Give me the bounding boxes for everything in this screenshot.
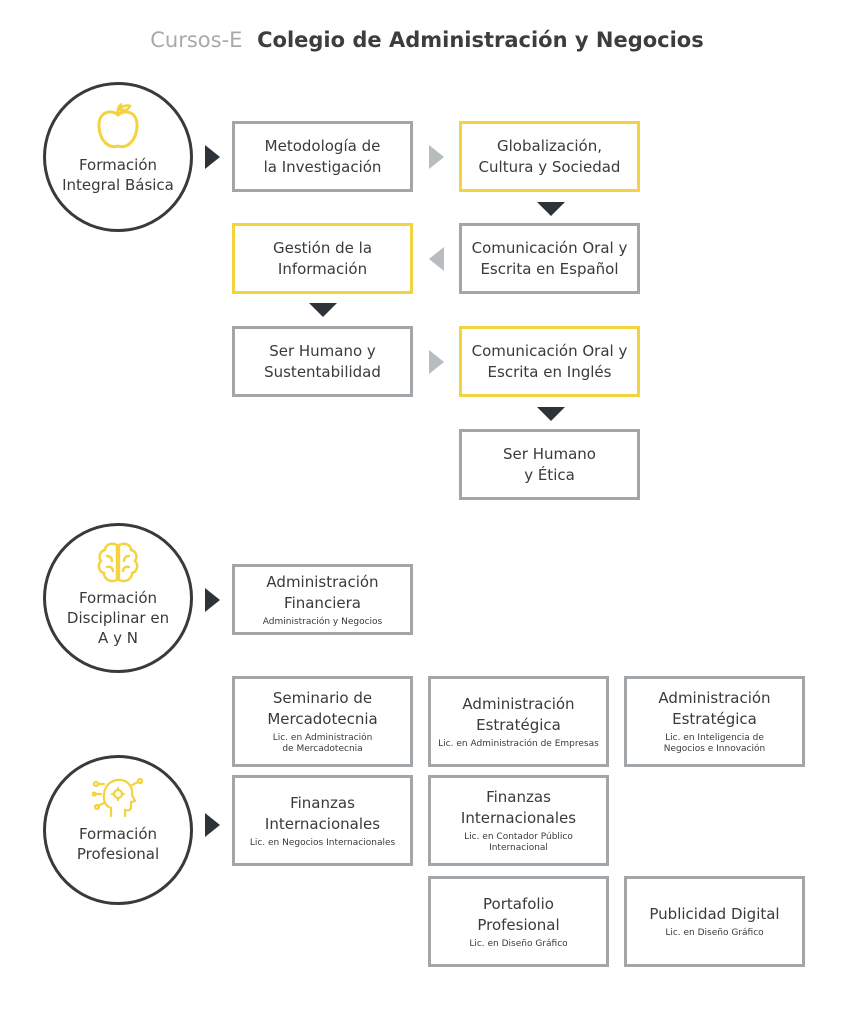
section-label: Formación Integral Básica [62,156,174,194]
course-title: Finanzas Internacionales [460,788,577,827]
course-box: Ser Humano y Sustentabilidad [232,326,413,397]
arrow-right [205,145,220,169]
course-title: Seminario de Mercadotecnia [267,689,378,728]
arrow-down [537,202,565,216]
course-title: Administración Estratégica [658,689,771,728]
course-subtitle: Lic. en Negocios Internacionales [249,837,396,848]
page-header: Cursos-E Colegio de Administración y Neg… [0,28,854,52]
course-title: Administración Estratégica [462,694,575,734]
apple-icon [97,102,139,149]
course-box: Ser Humano y Ética [459,429,640,500]
course-box: Globalización, Cultura y Sociedad [459,121,640,192]
brain-icon [97,542,139,583]
course-box: Finanzas Internacionales Lic. en Negocio… [232,775,413,866]
course-title: Finanzas Internacionales [264,793,381,833]
course-subtitle: Lic. en Diseño Gráfico [665,928,764,938]
course-title: Comunicación Oral y Escrita en Inglés [471,341,628,381]
course-title: Comunicación Oral y Escrita en Español [471,238,628,278]
course-subtitle: Lic. en Inteligencia de Negocios e Innov… [663,733,766,754]
course-subtitle: Lic. en Administración de Mercadotecnia [272,733,373,754]
section-formacion-profesional: Formación Profesional [43,755,193,905]
section-label: Formación Profesional [76,825,160,863]
brand-name: Cursos-E [150,28,243,52]
page-title: Colegio de Administración y Negocios [257,28,704,52]
course-box: Administración Financiera Administración… [232,564,413,635]
arrow-left [429,247,444,271]
course-title: Ser Humano y Sustentabilidad [264,341,381,381]
arrow-right [429,145,444,169]
section-formacion-disciplinar: Formación Disciplinar en A y N [43,523,193,673]
course-subtitle: Lic. en Administración de Empresas [438,738,599,749]
course-box: Comunicación Oral y Escrita en Inglés [459,326,640,397]
course-title: Gestión de la Información [272,238,373,278]
arrow-right [205,813,220,837]
course-title: Ser Humano y Ética [503,444,596,484]
course-subtitle: Administración y Negocios [262,616,383,627]
course-subtitle: Lic. en Diseño Gráfico [469,938,568,949]
course-title: Administración Financiera [266,572,379,612]
course-box: Administración Estratégica Lic. en Admin… [428,676,609,767]
course-subtitle: Lic. en Contador Público Internacional [464,832,573,853]
course-title: Portafolio Profesional [477,894,560,934]
arrow-right [205,588,220,612]
course-title: Metodología de la Investigación [263,136,382,176]
course-box: Seminario de Mercadotecnia Lic. en Admin… [232,676,413,767]
arrow-down [309,303,337,317]
section-label: Formación Disciplinar en A y N [66,589,170,647]
course-box: Portafolio Profesional Lic. en Diseño Gr… [428,876,609,967]
arrow-down [537,407,565,421]
course-box: Publicidad Digital Lic. en Diseño Gráfic… [624,876,805,967]
course-box: Administración Estratégica Lic. en Intel… [624,676,805,767]
course-box: Metodología de la Investigación [232,121,413,192]
course-box: Comunicación Oral y Escrita en Español [459,223,640,294]
course-title: Globalización, Cultura y Sociedad [478,136,621,176]
course-box: Finanzas Internacionales Lic. en Contado… [428,775,609,866]
course-title: Publicidad Digital [649,905,780,923]
section-formacion-integral-basica: Formación Integral Básica [43,82,193,232]
arrow-right [429,350,444,374]
course-box: Gestión de la Información [232,223,413,294]
head-circuit-icon [92,777,144,818]
